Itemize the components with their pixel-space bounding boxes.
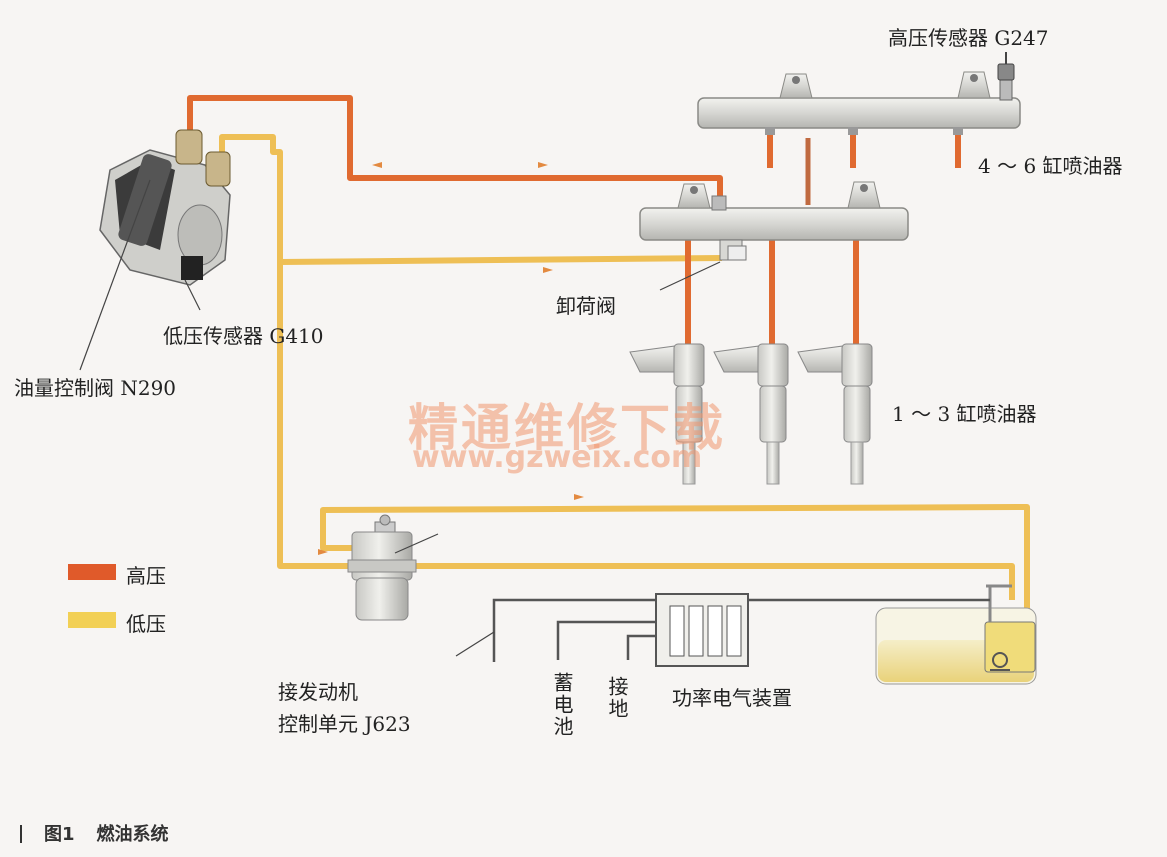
injector-1: [629, 343, 705, 485]
electrical-wires: [492, 598, 990, 662]
figure-caption: 图1 燃油系统: [20, 820, 169, 846]
flow-arrow: [318, 549, 328, 555]
flow-arrow: [372, 162, 382, 168]
flow-arrow: [543, 267, 553, 273]
flow-arrow: [538, 162, 548, 168]
label-power-electric-unit: 功率电气装置: [672, 686, 792, 710]
fuel-rail-1-3: [639, 181, 909, 241]
fuel-filter: [347, 514, 417, 621]
low-line-pump-to-filter: [219, 134, 352, 569]
fuel-rail-4-6: [697, 71, 1021, 135]
fuel-tank: [875, 584, 1037, 685]
label-injectors-1-3: 1 ～ 3 缸喷油器: [892, 402, 1037, 426]
legend-label-low: 低压: [126, 612, 166, 636]
caption-title: 燃油系统: [96, 824, 169, 845]
legend-swatch-high: [68, 564, 116, 580]
injector-3: [797, 343, 873, 485]
label-unload-valve: 卸荷阀: [556, 294, 616, 318]
label-battery: 蓄电池: [550, 672, 574, 738]
flow-arrows: [318, 162, 584, 555]
high-pressure-lines: [187, 95, 961, 345]
power-electric-unit: [655, 593, 749, 667]
label-fuel-quantity-valve: 油量控制阀 N290: [14, 376, 177, 400]
label-ecu-line2: 控制单元 J623: [278, 712, 411, 736]
leader-lines: [79, 179, 721, 657]
legend-swatch-low: [68, 612, 116, 628]
watermark-title: 精通维修下载: [408, 399, 726, 457]
caption-number: 图1: [44, 824, 75, 845]
low-line-filter-to-tank: [412, 563, 1015, 600]
low-line-return-to-unload-valve: [279, 255, 723, 265]
high-pressure-pump: [99, 129, 231, 286]
injector-2: [713, 343, 789, 485]
flow-arrow: [574, 494, 584, 500]
label-low-pressure-sensor: 低压传感器 G410: [163, 324, 324, 348]
low-pressure-lines: [219, 134, 1030, 620]
label-injectors-4-6: 4 ～ 6 缸喷油器: [978, 154, 1123, 178]
label-ground: 接地: [605, 676, 629, 720]
high-line-pump-to-rail: [187, 95, 723, 200]
label-high-pressure-sensor: 高压传感器 G247: [888, 26, 1049, 50]
unload-valve: [719, 239, 747, 261]
legend-label-high: 高压: [126, 564, 166, 588]
low-line-return-loop: [320, 504, 1030, 620]
watermark-url: www.gzweix.com: [412, 440, 703, 475]
high-pressure-sensor-g247: [997, 52, 1015, 101]
label-ecu-line1: 接发动机: [278, 680, 358, 704]
caption-bar: [20, 825, 22, 843]
injectors-1-3: [629, 343, 873, 485]
